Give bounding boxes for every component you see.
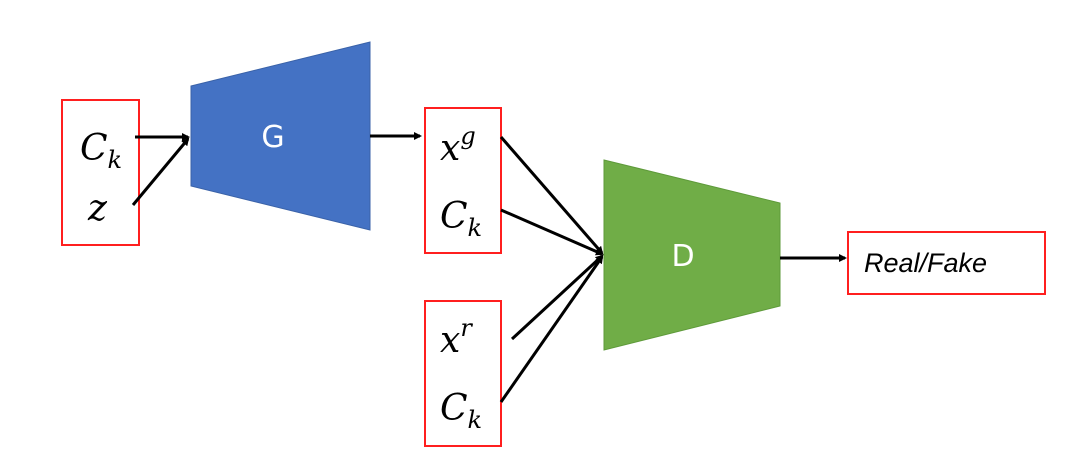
input-z: z [87, 188, 108, 229]
generated-xg: xg [440, 122, 476, 169]
real-ck: Ck [440, 388, 482, 434]
input-box [61, 99, 140, 246]
discriminator-label: D [671, 239, 694, 274]
generated-box [424, 107, 502, 254]
arrow-z-to-g [131, 137, 190, 206]
discriminator-block [603, 159, 781, 351]
arrow-real-ck-to-d [499, 255, 604, 403]
generated-ck: Ck [440, 196, 482, 242]
output-label: Real/Fake [864, 248, 987, 278]
arrow-gen-ck-to-d [500, 208, 604, 256]
output-box [847, 231, 1046, 295]
input-ck: Ck [80, 128, 122, 174]
real-box [424, 300, 502, 447]
generator-label: G [261, 120, 284, 155]
real-xr: xr [440, 314, 473, 361]
generator-block [190, 41, 371, 231]
arrow-xr-to-d [510, 254, 604, 341]
arrow-xg-to-d [499, 136, 604, 255]
